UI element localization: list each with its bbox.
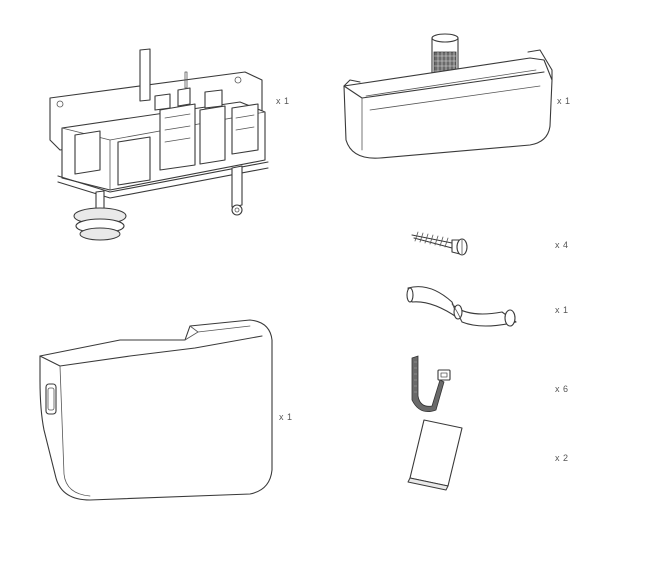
qty-pump-unit: x 1 xyxy=(276,96,290,106)
qty-reservoir-tray: x 1 xyxy=(557,96,571,106)
pump-cover-illustration xyxy=(39,319,273,501)
mounting-screw-illustration xyxy=(411,231,468,256)
qty-cable-tie: x 6 xyxy=(555,384,569,394)
reservoir-tray-illustration xyxy=(343,33,553,159)
adhesive-pad-illustration xyxy=(407,419,463,491)
qty-adhesive-pad: x 2 xyxy=(555,453,569,463)
qty-mounting-screw: x 4 xyxy=(555,240,569,250)
cable-tie-illustration xyxy=(411,355,451,413)
qty-pump-cover: x 1 xyxy=(279,412,293,422)
qty-curved-hose-connector: x 1 xyxy=(555,305,569,315)
pump-unit-illustration xyxy=(49,48,269,241)
curved-hose-connector-illustration xyxy=(406,286,517,327)
